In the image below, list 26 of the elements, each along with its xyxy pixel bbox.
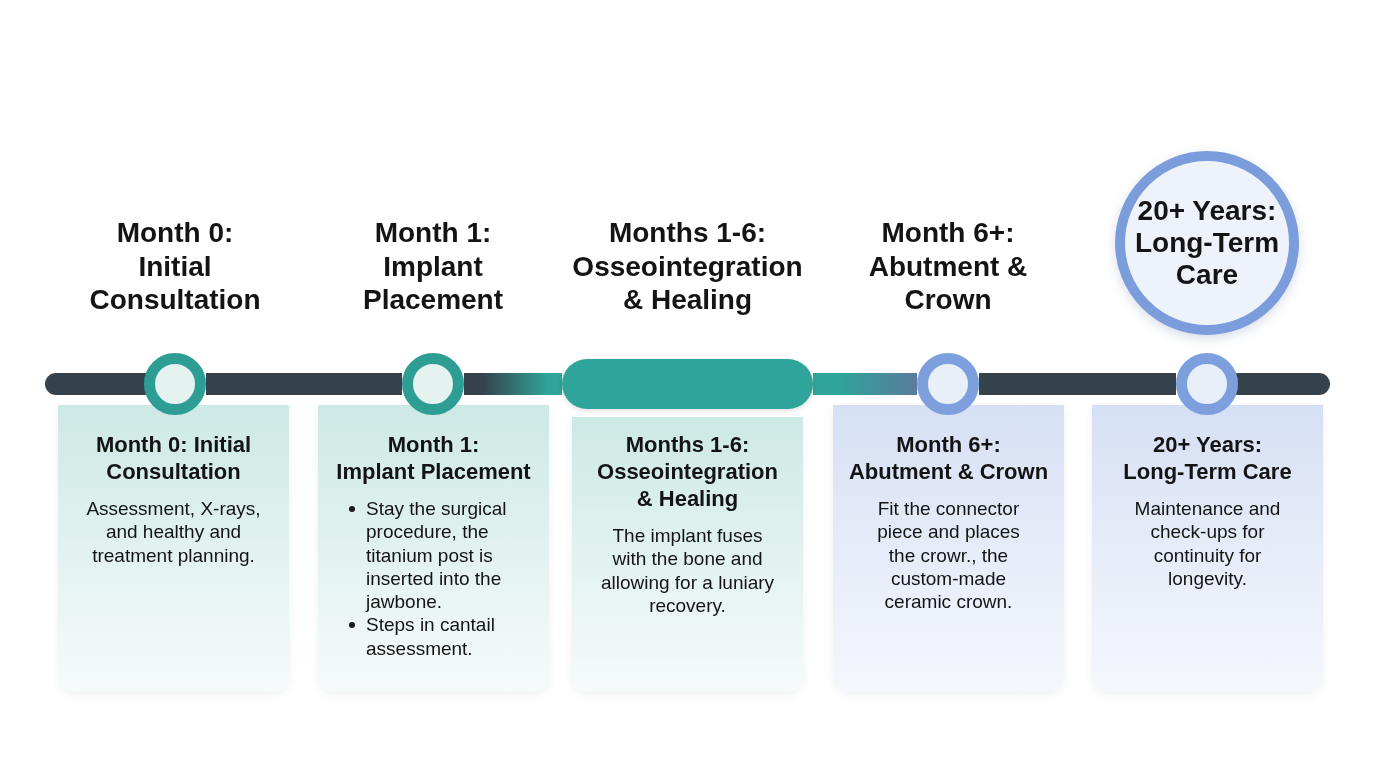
stage-card <box>318 405 549 692</box>
timeline-segment <box>206 373 402 395</box>
stage-heading: Month 0: Initial Consultation <box>88 216 262 317</box>
stage-heading: Month 6+: Abutment & Crown <box>867 216 1029 317</box>
stage-heading: Months 1-6: Osseointegration & Healing <box>571 216 804 317</box>
timeline-segment <box>464 373 562 395</box>
stage-card <box>58 405 289 692</box>
card-description: Assessment, X-rays, and healthy and treatment planning. <box>85 497 262 567</box>
card-description: The implant fuses with the bone and allowing for a luniary recovery. <box>599 524 776 618</box>
card-heading: Months 1-6: Osseointegration & Healing <box>596 431 779 512</box>
phase-bar <box>562 359 813 409</box>
timeline-segment <box>979 373 1176 395</box>
stage-heading: Month 1: Implant Placement <box>361 216 505 317</box>
card-heading: 20+ Years: Long-Term Care <box>1122 431 1293 485</box>
circle-heading: 20+ Years: Long-Term Care <box>1133 195 1281 291</box>
card-heading: Month 0: Initial Consultation <box>94 431 253 485</box>
timeline-segment <box>813 373 917 395</box>
bullet-text: Stay the surgical procedure, the titanium post is inserted into the jawbone. <box>366 497 508 614</box>
card-description: Fit the connector piece and places the crowr., the custom-made ceramic crown. <box>876 497 1021 614</box>
card-description: Maintenance and check-ups for continuity for longevity. <box>1133 497 1282 591</box>
card-heading: Month 1: Implant Placement <box>335 431 532 485</box>
bullet-text: Steps in cantail assessment. <box>366 613 496 661</box>
stage-card <box>572 417 803 692</box>
card-heading: Month 6+: Abutment & Crown <box>847 431 1050 485</box>
stage-card <box>833 405 1064 692</box>
stage-card <box>1092 405 1323 692</box>
